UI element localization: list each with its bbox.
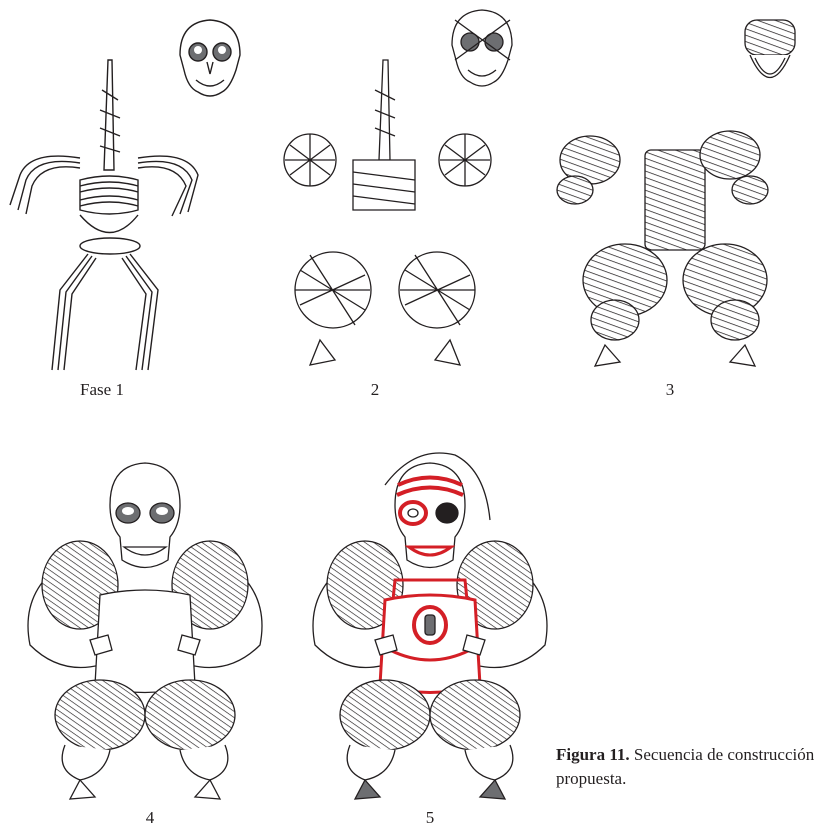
panel-label-4: 4 xyxy=(120,808,180,828)
figure-caption: Figura 11. Secuencia de construcción pro… xyxy=(556,743,818,791)
wrapped-armature-drawing xyxy=(265,0,525,380)
wrapped-skull-illustration xyxy=(745,20,795,78)
painted-figure-drawing xyxy=(285,425,575,810)
figure-panel-4 xyxy=(0,425,290,810)
panel-label-1: Fase 1 xyxy=(52,380,152,400)
assembled-figure-drawing xyxy=(0,425,290,810)
panel-label-3: 3 xyxy=(640,380,700,400)
panel-label-5: 5 xyxy=(400,808,460,828)
skull-illustration xyxy=(180,20,240,96)
fully-wrapped-drawing xyxy=(545,0,815,380)
figure-panel-2 xyxy=(265,0,525,380)
caption-figure-number: Figura 11. xyxy=(556,745,630,764)
skull-illustration xyxy=(452,10,512,86)
figure-panel-3 xyxy=(545,0,815,380)
armature-drawing xyxy=(0,0,260,380)
panel-label-2: 2 xyxy=(345,380,405,400)
figure-panel-1 xyxy=(0,0,260,380)
figure-panel-5 xyxy=(285,425,575,810)
